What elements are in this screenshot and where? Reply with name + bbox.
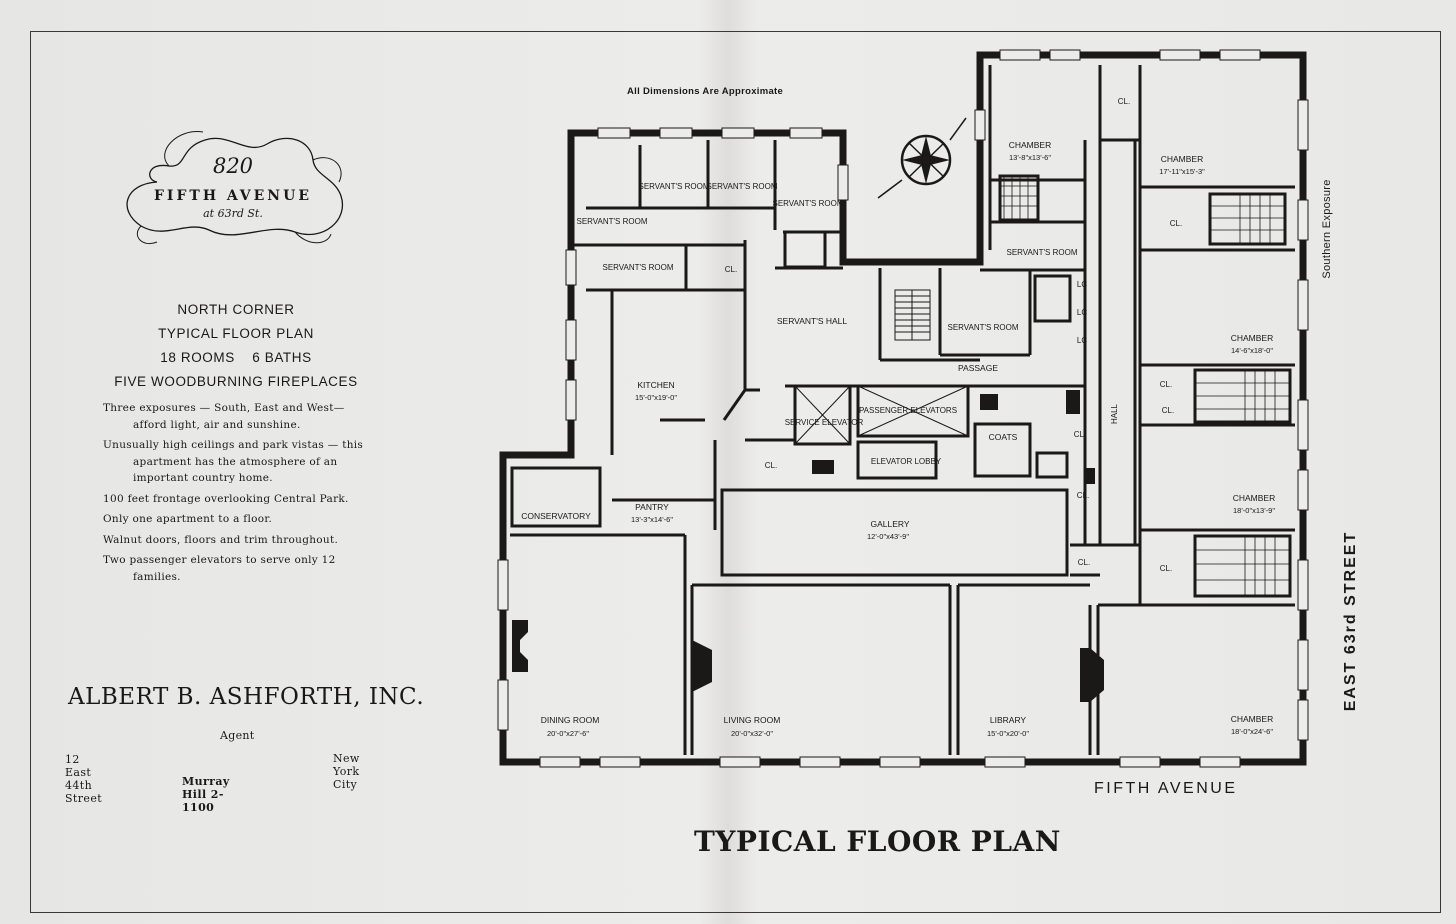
summary-block: NORTH CORNER TYPICAL FLOOR PLAN 18 ROOMS… (100, 298, 372, 394)
room-label-servants-room: SERVANT'S ROOM (602, 263, 673, 272)
room-label-elevator-lobby: ELEVATOR LOBBY (871, 457, 942, 466)
room-label-servants-hall: SERVANT'S HALL (777, 316, 848, 326)
cartouche-flourish-icon (126, 131, 344, 244)
closet-label: CL. (1162, 406, 1174, 415)
room-label-chamber: CHAMBER (1231, 333, 1274, 343)
room-label-servants-room: SERVANT'S ROOM (947, 323, 1018, 332)
feature-item: 100 feet frontage overlooking Central Pa… (103, 492, 349, 505)
room-label-pantry: PANTRY (635, 502, 669, 512)
room-dim-library: 15'-0"x20'-0" (987, 729, 1029, 738)
building-street: FIFTH AVENUE (153, 188, 312, 204)
agent-phone: Murray Hill 2-1100 (182, 775, 230, 814)
linen-closet-label: LC (1077, 280, 1087, 289)
room-dim-chamber: 18'-0"x13'-9" (1233, 506, 1275, 515)
room-dim-pantry: 13'-3"x14'-6" (631, 515, 673, 524)
room-label-service-elevator: SERVICE ELEVATOR (785, 418, 864, 427)
feature-item: Three exposures — South, East and West— … (103, 402, 345, 431)
agent-address: 12 East 44th Street (65, 753, 103, 805)
page-border (30, 31, 1441, 913)
cross-street: at 63rd St. (203, 207, 263, 220)
room-dim-gallery: 12'-0"x43'-9" (867, 532, 909, 541)
summary-plan-type: TYPICAL FLOOR PLAN (158, 326, 314, 341)
room-label-chamber: CHAMBER (1161, 154, 1204, 164)
compass-rose-icon (877, 117, 967, 199)
room-label-servants-room: SERVANT'S ROOM (772, 199, 843, 208)
room-label-conservatory: CONSERVATORY (521, 511, 591, 521)
room-dim-chamber: 13'-8"x13'-6" (1009, 153, 1051, 162)
feature-item: Unusually high ceilings and park vistas … (103, 439, 364, 484)
agent-name: ALBERT B. ASHFORTH, INC. (68, 684, 425, 710)
address-cartouche: 820 FIFTH AVENUE at 63rd St. (117, 122, 349, 254)
linen-closet-label: LC (1077, 308, 1087, 317)
agent-role: Agent (220, 729, 255, 742)
room-label-living-room: LIVING ROOM (724, 715, 781, 725)
closet-label: CL. (1118, 97, 1130, 106)
room-label-passenger-elevators: PASSENGER ELEVATORS (859, 406, 957, 415)
room-dim-dining-room: 20'-0"x27'-6" (547, 729, 589, 738)
linen-closet-label: LC (1077, 336, 1087, 345)
room-label-servants-room: SERVANT'S ROOM (638, 182, 709, 191)
closet-label: CL. (1074, 430, 1086, 439)
room-label-library: LIBRARY (990, 715, 1027, 725)
street-label-south: FIFTH AVENUE (1094, 780, 1238, 797)
feature-item: Only one apartment to a floor. (103, 513, 273, 525)
summary-fireplaces: FIVE WOODBURNING FIREPLACES (114, 374, 358, 389)
room-dim-chamber: 17'-11"x15'-3" (1159, 167, 1205, 176)
closet-label: CL. (765, 461, 777, 470)
closet-label: CL. (1160, 564, 1172, 573)
street-label-east: EAST 63rd STREET (1342, 530, 1359, 712)
room-dim-chamber: 18'-0"x24'-6" (1231, 727, 1273, 736)
room-label-chamber: CHAMBER (1233, 493, 1276, 503)
closet-label: CL. (1160, 380, 1172, 389)
closet-label: CL. (725, 265, 737, 274)
summary-room-count: 18 ROOMS 6 BATHS (160, 350, 312, 365)
room-label-passage: PASSAGE (958, 363, 998, 373)
feature-list: Three exposures — South, East and West— … (103, 400, 375, 589)
plan-title: TYPICAL FLOOR PLAN (694, 825, 1061, 858)
room-label-servants-room: SERVANT'S ROOM (706, 182, 777, 191)
closet-label: CL. (1078, 558, 1090, 567)
room-label-servants-room: SERVANT'S ROOM (1006, 248, 1077, 257)
room-label-kitchen: KITCHEN (637, 380, 674, 390)
room-dim-kitchen: 15'-0"x19'-0" (635, 393, 677, 402)
room-dim-chamber: 14'-6"x18'-0" (1231, 346, 1273, 355)
room-label-coats: COATS (989, 432, 1018, 442)
room-label-chamber: CHAMBER (1009, 140, 1052, 150)
room-label-hall: HALL (1110, 403, 1119, 424)
agent-city: New York City (333, 752, 360, 791)
feature-item: Two passenger elevators to serve only 12… (103, 554, 336, 583)
summary-exposure: NORTH CORNER (177, 302, 295, 317)
building-number: 820 (212, 154, 254, 178)
room-dim-living-room: 20'-0"x32'-0" (731, 729, 773, 738)
feature-item: Walnut doors, floors and trim throughout… (103, 533, 339, 546)
exterior-wall (499, 51, 1307, 766)
room-label-gallery: GALLERY (870, 519, 909, 529)
closet-label: CL. (1170, 219, 1182, 228)
exposure-label: Southern Exposure (1321, 179, 1333, 279)
room-label-servants-room: SERVANT'S ROOM (576, 217, 647, 226)
room-label-chamber: CHAMBER (1231, 714, 1274, 724)
room-label-dining-room: DINING ROOM (541, 715, 600, 725)
closet-label: CL. (1077, 491, 1089, 500)
dimensions-note: All Dimensions Are Approximate (627, 86, 784, 97)
